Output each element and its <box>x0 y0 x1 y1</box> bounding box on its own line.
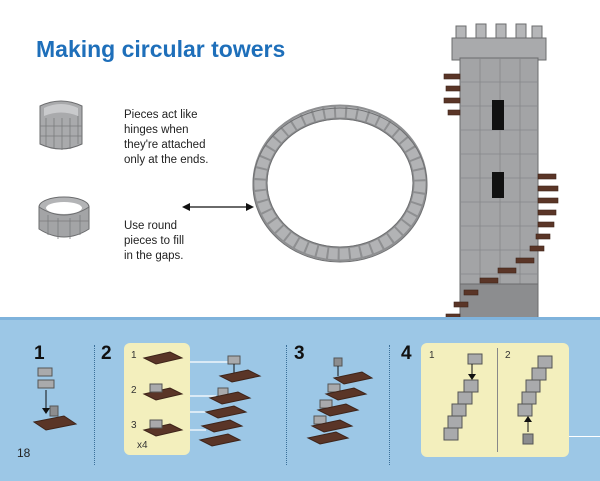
double-arrow-icon <box>182 203 254 211</box>
step-4-sub-2-illustration <box>517 355 553 445</box>
step-1-illustration <box>32 367 78 431</box>
step-2-sub-3: 3 <box>131 420 137 431</box>
page-title: Making circular towers <box>36 36 286 62</box>
step-2-sub-1: 1 <box>131 350 137 361</box>
step-3-number: 3 <box>294 343 305 364</box>
step-2-sub-2: 2 <box>131 385 137 396</box>
step-4-leader-line <box>569 436 600 437</box>
step-2-multiplier: x4 <box>137 440 148 451</box>
step-3-illustration <box>306 357 374 445</box>
step-2-assembly <box>190 355 262 447</box>
step-2-parts <box>142 351 184 437</box>
step-2-number: 2 <box>101 343 112 364</box>
step-4-panel-divider <box>497 348 498 452</box>
step-4-sub-2: 2 <box>505 350 511 361</box>
round-pieces-note: Use round pieces to fill in the gaps. <box>124 220 185 262</box>
round-wall-illustration <box>38 196 90 239</box>
hinge-note: Pieces act like hinges when they're atta… <box>124 109 209 166</box>
step-divider-1 <box>94 345 95 465</box>
step-4-sub-1-illustration <box>443 353 483 441</box>
hinged-wall-illustration <box>39 100 83 150</box>
step-1-number: 1 <box>34 343 45 364</box>
large-ring-illustration <box>252 104 428 263</box>
tower-illustration <box>439 23 559 328</box>
step-4-sub-1: 1 <box>429 350 435 361</box>
step-4-number: 4 <box>401 343 412 364</box>
step-divider-3 <box>389 345 390 465</box>
page-number: 18 <box>17 446 31 460</box>
step-divider-2 <box>286 345 287 465</box>
band-border <box>0 317 600 320</box>
